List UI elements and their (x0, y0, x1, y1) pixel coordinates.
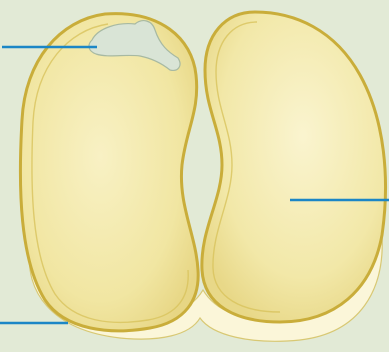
right-cotyledon (202, 12, 386, 322)
